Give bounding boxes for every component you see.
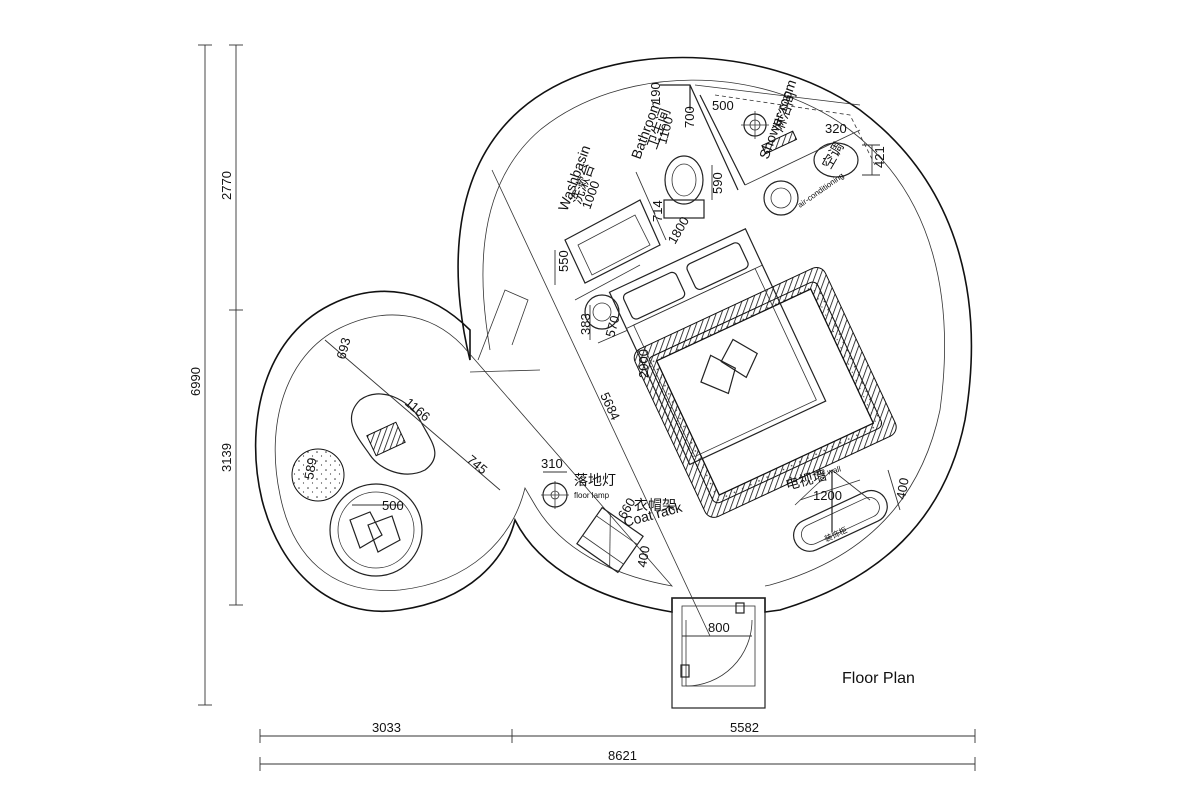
plan-title: Floor Plan xyxy=(842,670,915,687)
dim-550: 550 xyxy=(556,250,571,272)
dim-400-tv: 400 xyxy=(893,477,912,501)
dim-left-width: 3033 xyxy=(372,720,401,735)
dim-570: 570 xyxy=(602,314,622,339)
dimension-lines: 6990 2770 3139 3033 5582 8621 xyxy=(188,44,976,771)
dim-190: 190 xyxy=(648,82,663,104)
door-width-dim: 800 xyxy=(708,620,730,635)
dim-1100: 1100 xyxy=(654,115,676,146)
entrance-door: 800 xyxy=(671,597,766,709)
dim-lower-height: 3139 xyxy=(219,443,234,472)
dim-700: 700 xyxy=(682,106,697,128)
dim-693: 693 xyxy=(333,336,353,361)
dim-590: 590 xyxy=(710,172,725,194)
dim-589: 589 xyxy=(301,457,320,481)
tv-wall: 1200 400 电视墙 TV wall 装饰柜 xyxy=(784,464,912,552)
dim-total-height: 6990 xyxy=(188,367,203,396)
floorlamp-label-en: floor lamp xyxy=(574,491,610,500)
coatrack-label-cn: 衣帽架 xyxy=(634,497,676,513)
dim-total-width: 8621 xyxy=(608,748,637,763)
dim-500-shower: 500 xyxy=(712,98,734,113)
dim-714: 714 xyxy=(650,200,665,222)
dim-right-width: 5582 xyxy=(730,720,759,735)
dim-upper-height: 2770 xyxy=(219,171,234,200)
floor-lamp: 310 落地灯 floor lamp xyxy=(541,456,616,509)
dim-1200: 1200 xyxy=(813,488,842,503)
dim-383: 383 xyxy=(578,313,593,335)
dim-310: 310 xyxy=(541,456,563,471)
dim-400-coat: 400 xyxy=(634,545,653,569)
bed-area: 1800 2000 383 570 xyxy=(578,214,897,518)
dim-2000: 2000 xyxy=(636,349,651,378)
floorlamp-label-cn: 落地灯 xyxy=(574,472,616,488)
dim-421: 421 xyxy=(872,146,887,168)
dim-500-chair: 500 xyxy=(382,498,404,513)
dim-320: 320 xyxy=(825,121,847,136)
